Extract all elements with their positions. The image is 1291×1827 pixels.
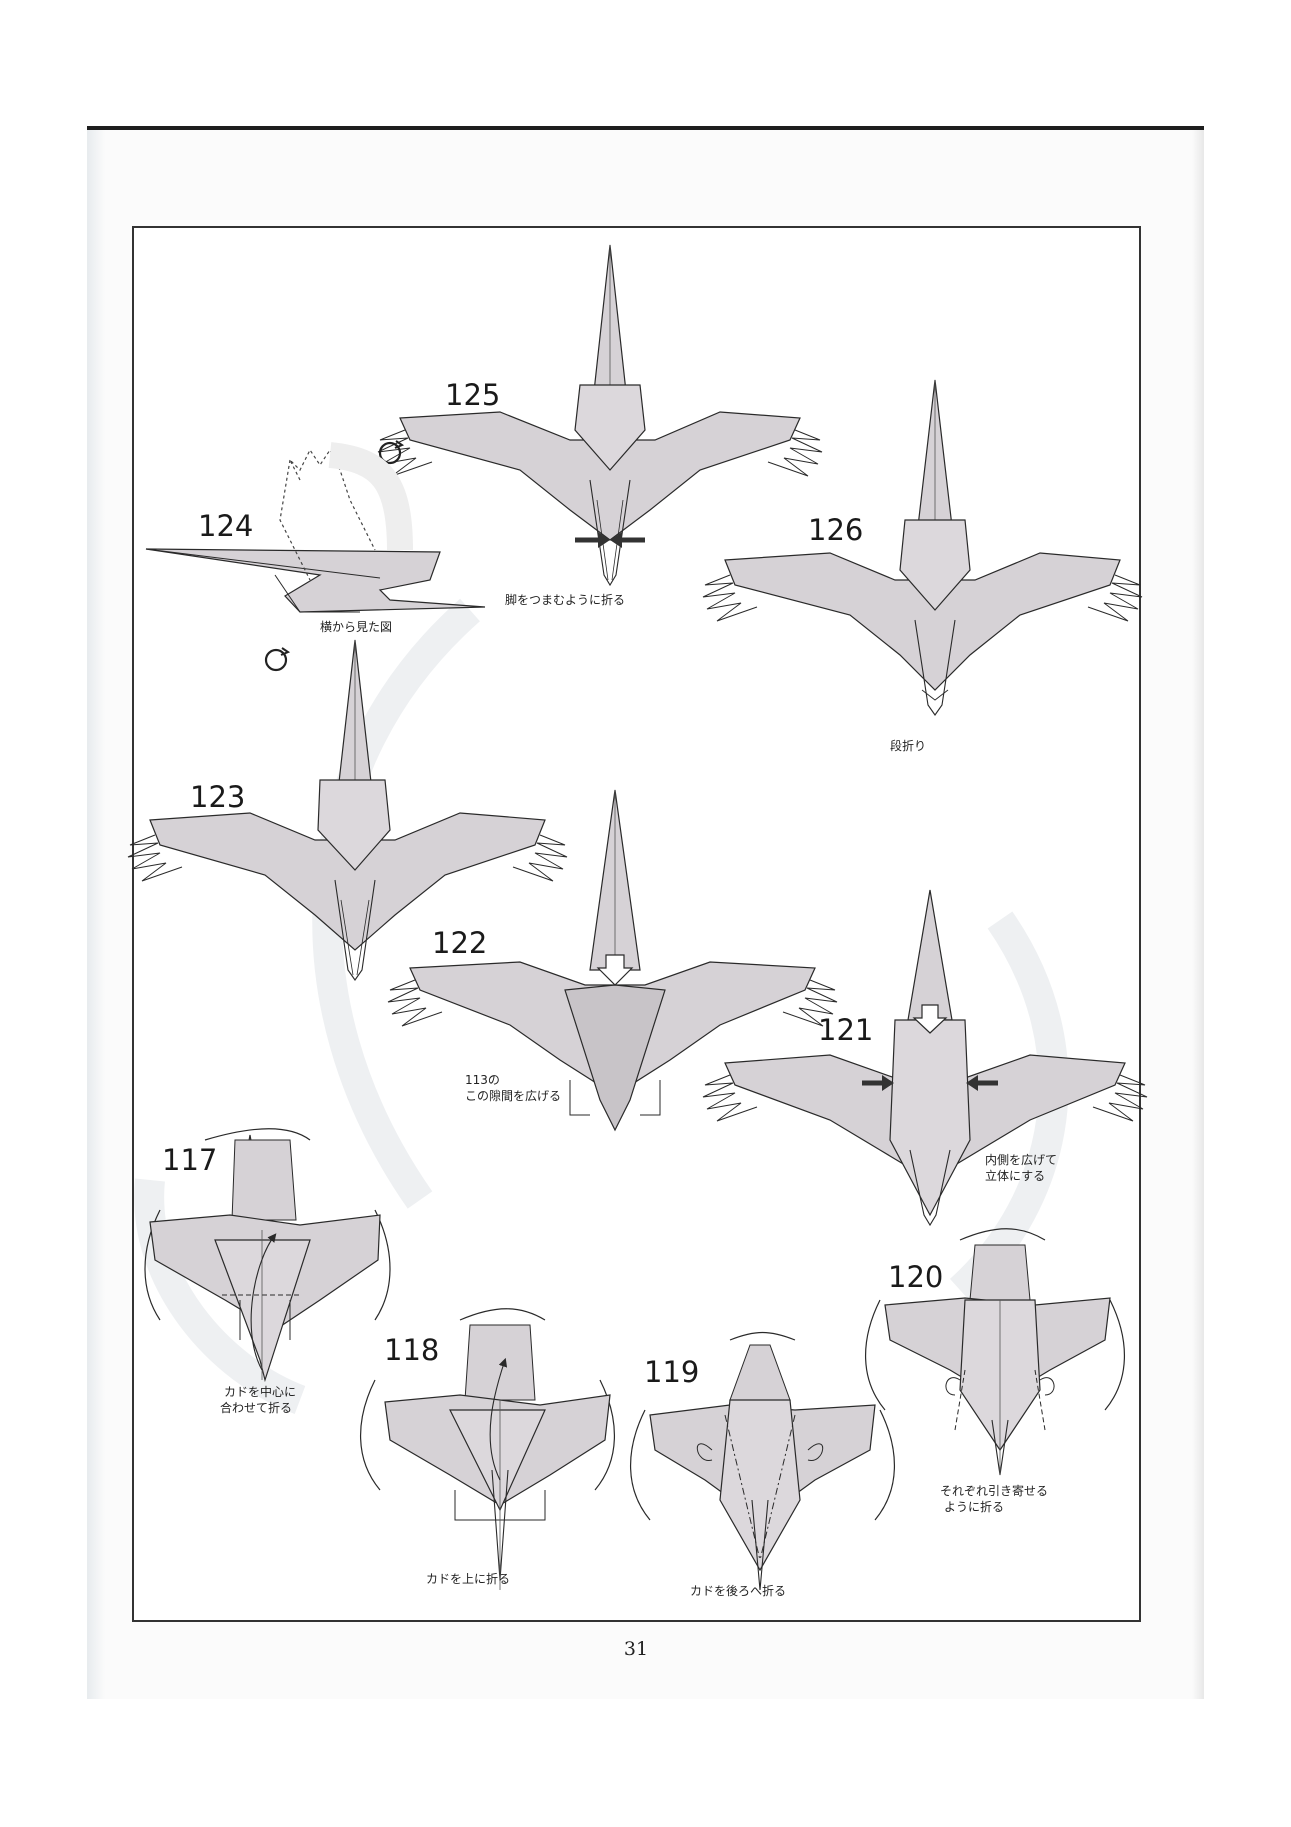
step-number: 122 [432, 926, 487, 960]
step-number: 123 [190, 780, 245, 814]
step-number: 121 [818, 1013, 873, 1047]
step-caption: 内側を広げて [985, 1153, 1057, 1167]
step-caption: カドを上に折る [426, 1571, 510, 1586]
step-123-figure: 123 [128, 640, 567, 980]
page-number: 31 [606, 1638, 666, 1660]
step-number: 119 [644, 1355, 699, 1389]
step-caption: それぞれ引き寄せる [940, 1483, 1048, 1498]
step-117-figure: 117 カドを中心に 合わせて折る [145, 1129, 390, 1415]
step-118-figure: 118 カドを上に折る [361, 1309, 615, 1590]
step-number: 117 [162, 1143, 217, 1177]
step-caption: ように折る [944, 1499, 1004, 1514]
step-caption: カドを後ろへ折る [690, 1583, 786, 1598]
step-number: 126 [808, 513, 863, 547]
step-125-figure: 125 脚をつまむように折る [378, 245, 822, 607]
step-caption: 段折り [890, 738, 926, 753]
step-number: 120 [888, 1260, 943, 1294]
step-caption: カドを中心に [224, 1384, 296, 1399]
step-number: 125 [445, 378, 500, 412]
step-caption: 横から見た図 [320, 620, 392, 634]
step-number: 124 [198, 509, 253, 543]
step-119-figure: 119 カドを後ろへ折る [631, 1333, 895, 1599]
step-121-figure: 121 内側を広げて 立体にする [703, 890, 1147, 1225]
step-caption: 立体にする [985, 1168, 1045, 1183]
step-120-figure: 120 それぞれ引き寄せる ように折る [866, 1229, 1125, 1514]
step-caption: 113の [465, 1073, 500, 1087]
step-caption: この隙間を広げる [465, 1089, 561, 1103]
turn-over-icon [266, 648, 288, 670]
step-number: 118 [384, 1333, 439, 1367]
step-caption: 合わせて折る [220, 1400, 292, 1415]
step-caption: 脚をつまむように折る [505, 592, 625, 607]
